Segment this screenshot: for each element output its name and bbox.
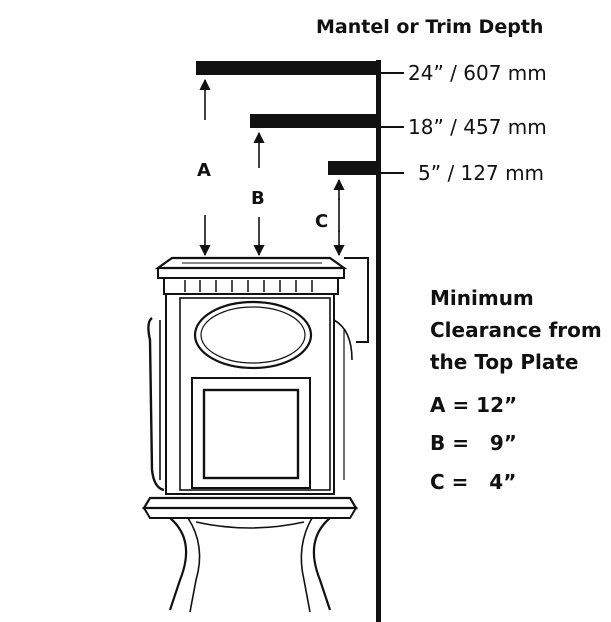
mantel-bar-5 (328, 161, 378, 175)
diagram-title: Mantel or Trim Depth (316, 16, 543, 38)
marker-b: B (251, 188, 265, 209)
marker-c: C (315, 211, 328, 232)
clearance-title-line-1: Minimum (430, 286, 534, 310)
clearance-value-a: A = 12” (430, 393, 517, 417)
wood-stove-illustration (142, 256, 369, 613)
depth-label-18: 18” / 457 mm (408, 115, 547, 139)
clearance-value-b: B = 9” (430, 431, 517, 455)
depth-label-24: 24” / 607 mm (408, 61, 547, 85)
clearance-title-line-3: the Top Plate (430, 350, 578, 374)
clearance-title-line-2: Clearance from (430, 318, 602, 342)
marker-a: A (197, 160, 211, 181)
mantel-bar-18 (250, 114, 378, 128)
wall-line (376, 60, 381, 622)
mantel-bar-24 (196, 61, 378, 75)
clearance-value-c: C = 4” (430, 470, 516, 494)
depth-label-5: 5” / 127 mm (418, 161, 544, 185)
